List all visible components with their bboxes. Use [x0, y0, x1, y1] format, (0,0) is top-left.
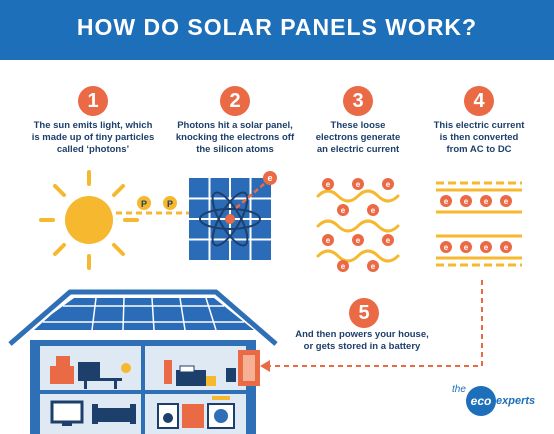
electron-label: e	[444, 197, 449, 206]
electron-icon: e	[480, 195, 492, 207]
step-5-description: And then powers your house, or gets stor…	[262, 329, 462, 353]
house-icon	[8, 289, 278, 434]
brand-logo: the eco experts	[452, 380, 542, 420]
power-path	[268, 280, 483, 367]
electron-icon: e	[337, 204, 349, 216]
step-number-4: 4	[464, 86, 494, 116]
header-banner: HOW DO SOLAR PANELS WORK?	[0, 0, 554, 60]
step-4-line-2: is then converted	[439, 132, 519, 143]
electron-label: e	[267, 173, 272, 183]
electron-icon: e	[367, 260, 379, 272]
step-3-description: These loose electrons generate an electr…	[293, 120, 423, 156]
electron-icon: e	[322, 234, 334, 246]
step-4-line-3: from AC to DC	[446, 144, 512, 155]
step-1-description: The sun emits light, which is made up of…	[28, 120, 158, 156]
electron-path	[235, 183, 265, 209]
electron-icon: e	[440, 195, 452, 207]
electron-icon: e	[337, 260, 349, 272]
step-number-3: 3	[343, 86, 373, 116]
step-number-5: 5	[349, 298, 379, 328]
step-2-line-3: the silicon atoms	[196, 144, 274, 155]
step-number-1: 1	[78, 86, 108, 116]
page-title: HOW DO SOLAR PANELS WORK?	[76, 14, 478, 40]
electron-label: e	[504, 197, 509, 206]
electron-label: e	[341, 262, 346, 271]
electron-label: e	[386, 180, 391, 189]
electron-icon: e	[352, 178, 364, 190]
wave-icon	[316, 189, 400, 263]
step-2-line-2: knocking the electrons off	[175, 132, 295, 143]
electron-icon: e	[460, 241, 472, 253]
electron-icon: e	[367, 204, 379, 216]
electron-icon: e	[500, 241, 512, 253]
brand-prefix: the	[452, 384, 466, 395]
electron-label: e	[326, 236, 331, 245]
step-3-line-3: an electric current	[316, 144, 400, 155]
brand-suffix: experts	[496, 395, 536, 407]
step-3-line-2: electrons generate	[315, 132, 401, 143]
electron-icon: e	[322, 178, 334, 190]
electron-label: e	[444, 243, 449, 252]
electron-label: e	[386, 236, 391, 245]
electron-label: e	[504, 243, 509, 252]
room-office	[50, 356, 131, 389]
photon-label: P	[141, 199, 147, 209]
electron-icon: e	[440, 241, 452, 253]
electron-label: e	[484, 197, 489, 206]
step-4-description: This electric current is then converted …	[414, 120, 544, 156]
electron-label: e	[356, 236, 361, 245]
electron-label: e	[326, 180, 331, 189]
step-3-line-1: These loose	[330, 120, 386, 131]
step-number-2: 2	[220, 86, 250, 116]
step-5-line-2: or gets stored in a battery	[303, 341, 421, 352]
step-1-line-3: called ‘photons’	[56, 144, 130, 155]
photon-icon: P	[137, 196, 151, 210]
brand-mark: eco	[466, 386, 496, 416]
electron-label: e	[371, 206, 376, 215]
power-arrowhead	[260, 360, 270, 372]
electron-label: e	[371, 262, 376, 271]
electron-icon: e	[460, 195, 472, 207]
step-1-line-1: The sun emits light, which	[33, 120, 153, 131]
sun-icon	[39, 170, 139, 270]
step-2-description: Photons hit a solar panel, knocking the …	[170, 120, 300, 156]
photon-icon: P	[163, 196, 177, 210]
step-5-line-1: And then powers your house,	[295, 329, 429, 340]
roof-solar-panels	[34, 297, 254, 331]
battery-icon	[238, 350, 260, 386]
electron-icon: e	[382, 178, 394, 190]
step-2-line-1: Photons hit a solar panel,	[177, 120, 293, 131]
electron-label: e	[484, 243, 489, 252]
room-kitchen	[157, 396, 235, 429]
step-1-line-2: is made up of tiny particles	[31, 132, 155, 143]
electron-icon: e	[263, 171, 277, 185]
dc-lines-icon	[436, 181, 522, 267]
atom-nucleus	[225, 214, 235, 224]
photon-label: P	[167, 199, 173, 209]
room-bedroom	[164, 360, 236, 386]
step-4-line-1: This electric current	[433, 120, 525, 131]
electron-icon: e	[480, 241, 492, 253]
room-living	[50, 400, 136, 426]
electron-label: e	[464, 243, 469, 252]
electron-icon: e	[500, 195, 512, 207]
atom-icon	[199, 191, 261, 247]
electron-icon: e	[382, 234, 394, 246]
electron-label: e	[464, 197, 469, 206]
electron-label: e	[341, 206, 346, 215]
electron-label: e	[356, 180, 361, 189]
electron-icon: e	[352, 234, 364, 246]
